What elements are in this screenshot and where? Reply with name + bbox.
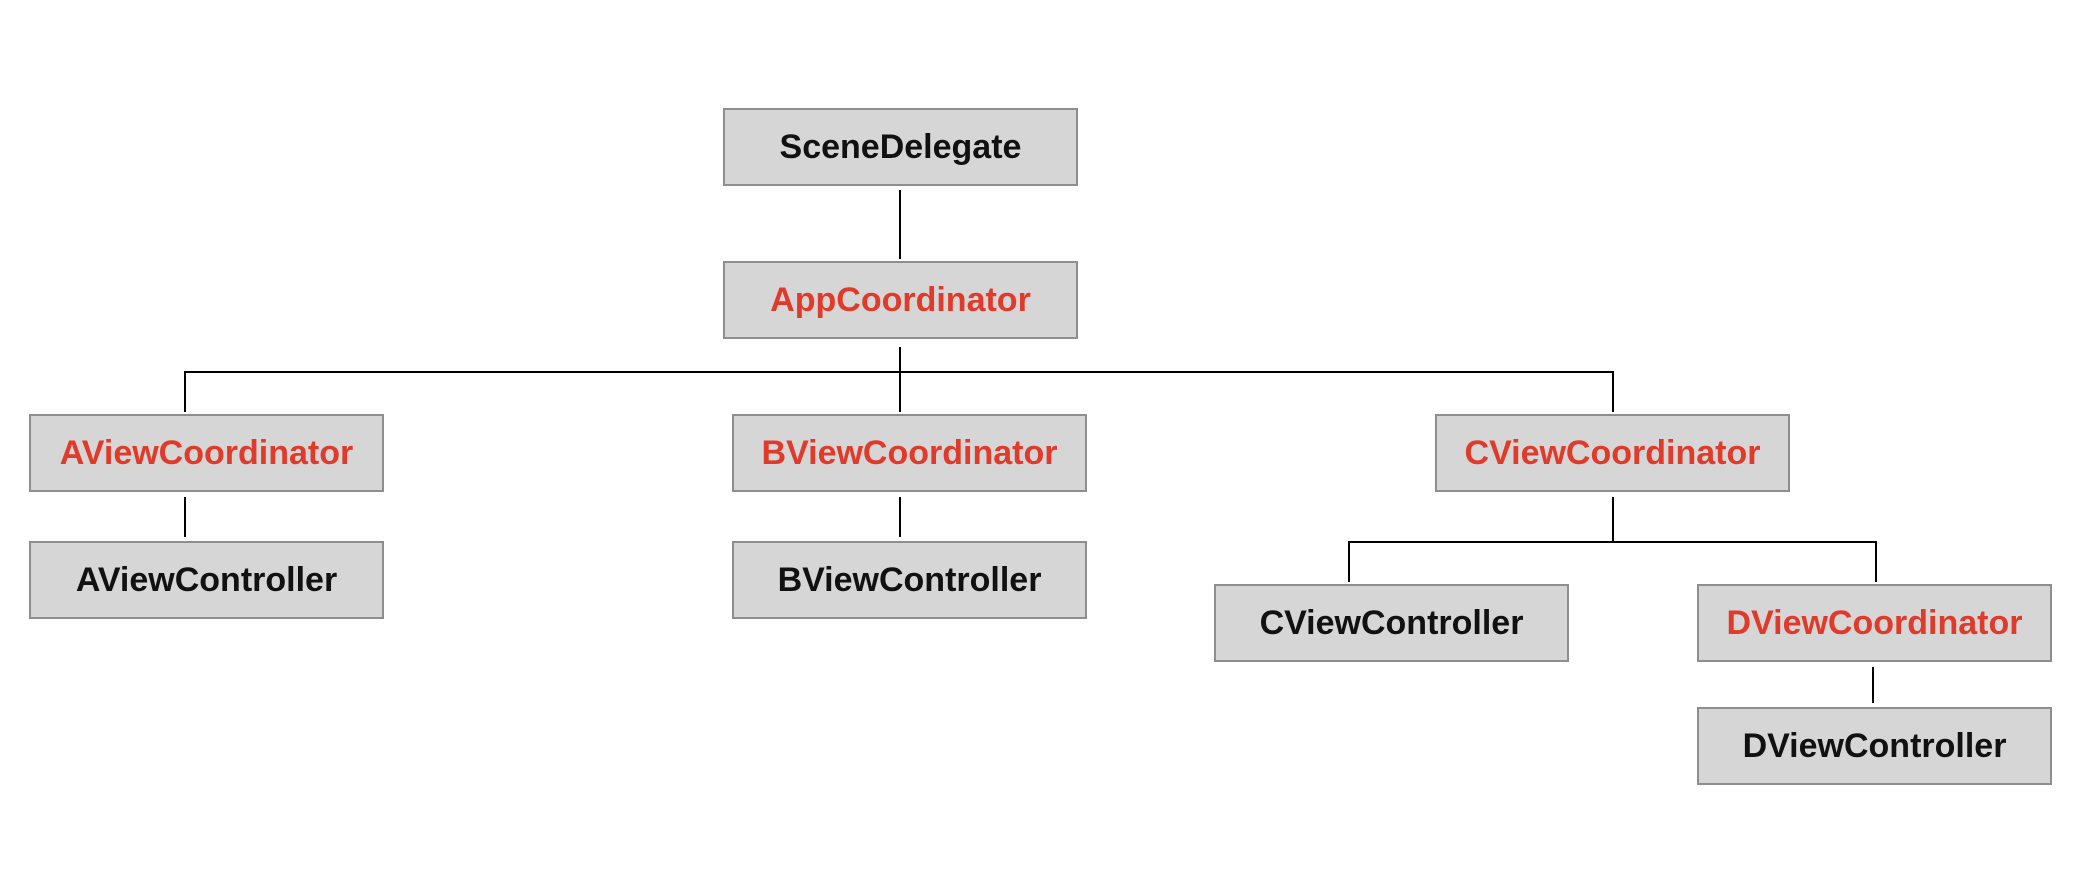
node-d-view-controller: DViewController <box>1697 707 2052 785</box>
node-scene-delegate: SceneDelegate <box>723 108 1078 186</box>
node-a-view-controller: AViewController <box>29 541 384 619</box>
node-label-c-view-coordinator: CViewCoordinator <box>1464 434 1761 472</box>
node-b-view-controller: BViewController <box>732 541 1087 619</box>
node-label-scene-delegate: SceneDelegate <box>779 128 1022 166</box>
node-c-view-controller: CViewController <box>1214 584 1569 662</box>
node-label-app-coordinator: AppCoordinator <box>770 281 1031 319</box>
node-a-view-coordinator: AViewCoordinator <box>29 414 384 492</box>
node-b-view-coordinator: BViewCoordinator <box>732 414 1087 492</box>
node-label-c-view-controller: CViewController <box>1259 604 1524 642</box>
node-label-d-view-coordinator: DViewCoordinator <box>1726 604 2023 642</box>
node-label-a-view-controller: AViewController <box>75 561 338 599</box>
node-app-coordinator: AppCoordinator <box>723 261 1078 339</box>
node-label-b-view-coordinator: BViewCoordinator <box>761 434 1058 472</box>
node-label-d-view-controller: DViewController <box>1742 727 2007 765</box>
node-label-b-view-controller: BViewController <box>777 561 1042 599</box>
node-c-view-coordinator: CViewCoordinator <box>1435 414 1790 492</box>
node-d-view-coordinator: DViewCoordinator <box>1697 584 2052 662</box>
node-label-a-view-coordinator: AViewCoordinator <box>59 434 354 472</box>
